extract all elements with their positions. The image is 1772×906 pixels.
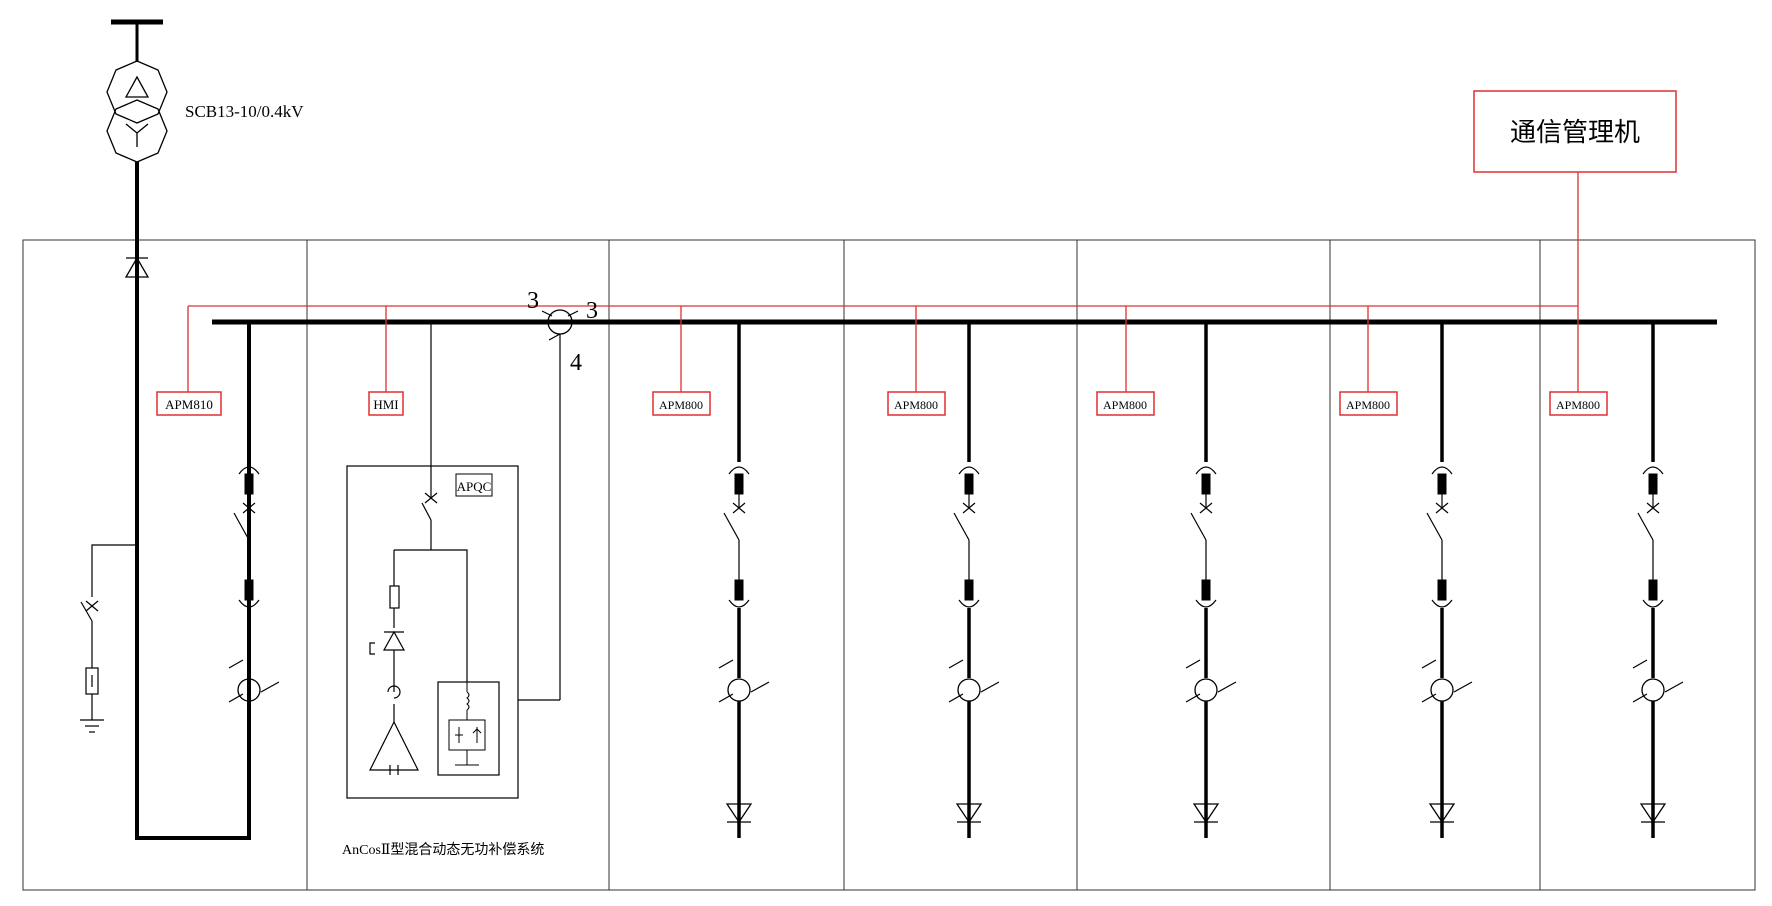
outgoing-feeder-5 xyxy=(1632,322,1684,838)
delta-winding-icon xyxy=(124,75,150,98)
svg-text:APM800: APM800 xyxy=(1556,398,1600,412)
transformer-label: SCB13-10/0.4kV xyxy=(185,102,304,121)
meter-apm800-3: APM800 xyxy=(1096,391,1155,416)
grounding-branch xyxy=(80,544,137,733)
svg-text:HMI: HMI xyxy=(373,397,398,412)
meter-apm800-5: APM800 xyxy=(1549,391,1608,416)
svg-text:4: 4 xyxy=(570,350,582,376)
feeder-branches xyxy=(228,322,1684,838)
outgoing-feeder-2 xyxy=(948,322,1000,838)
incoming-cable-icon xyxy=(124,256,150,278)
apqc-label: APQC xyxy=(457,479,492,494)
switchgear-panels xyxy=(22,239,1756,891)
apqc-caption: AnCosⅡ型混合动态无功补偿系统 xyxy=(342,842,544,858)
comm-manager: 通信管理机 xyxy=(1473,90,1677,173)
svg-text:3: 3 xyxy=(527,288,539,314)
meter-apm800-4: APM800 xyxy=(1339,391,1398,416)
ground-icon xyxy=(80,719,104,733)
incoming-breaker-branch xyxy=(228,466,280,838)
communication-network xyxy=(187,172,1579,392)
incoming-feeder xyxy=(135,162,251,840)
svg-text:3: 3 xyxy=(586,298,598,324)
apqc-cabinet: APQC xyxy=(342,322,560,858)
outgoing-feeder-1 xyxy=(718,322,770,838)
svg-text:APM810: APM810 xyxy=(165,397,213,412)
transformer: SCB13-10/0.4kV xyxy=(106,19,304,163)
comm-manager-label: 通信管理机 xyxy=(1510,117,1640,147)
outgoing-feeder-3 xyxy=(1185,322,1237,838)
meter-apm800-2: APM800 xyxy=(887,391,946,416)
busbar-current-transformer: 3 3 4 xyxy=(527,288,598,700)
outgoing-feeder-4 xyxy=(1421,322,1473,838)
meter-apm800-1: APM800 xyxy=(652,391,711,416)
meter-hmi: HMI xyxy=(368,391,404,416)
meter-apm810: APM810 xyxy=(156,391,222,416)
svg-text:APM800: APM800 xyxy=(894,398,938,412)
wye-winding-icon xyxy=(125,123,149,147)
svg-text:APM800: APM800 xyxy=(659,398,703,412)
meter-boxes: APM810 HMI APM800 APM800 APM800 APM800 A… xyxy=(156,391,1608,416)
svg-text:APM800: APM800 xyxy=(1103,398,1147,412)
svg-text:APM800: APM800 xyxy=(1346,398,1390,412)
